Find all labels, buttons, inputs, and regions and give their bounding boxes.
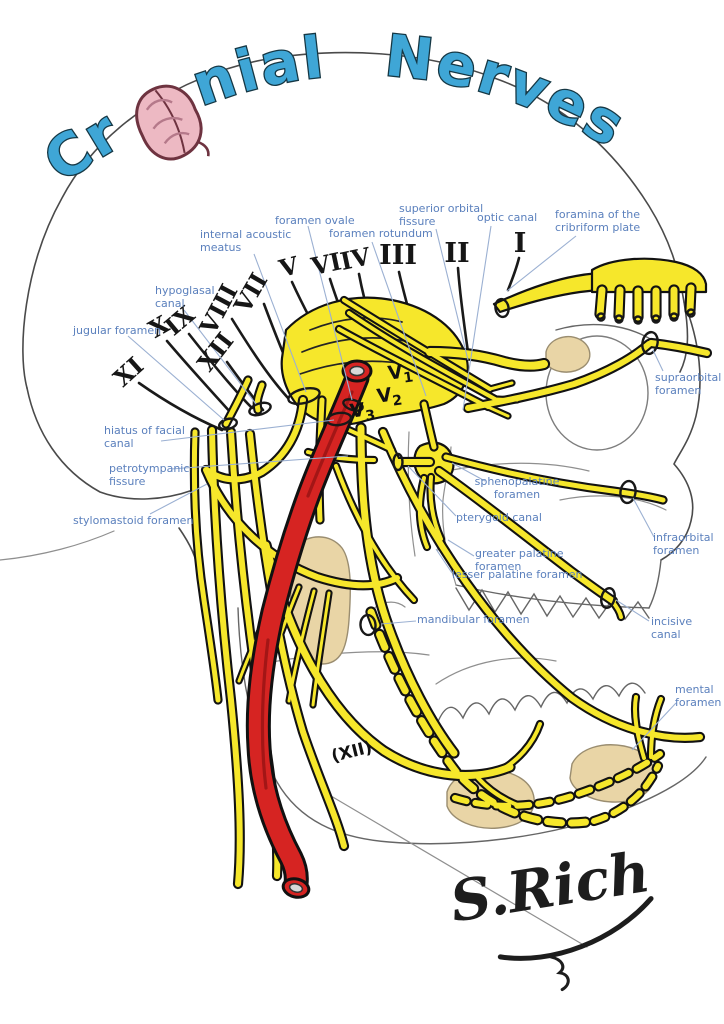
leader-mandibular-foramen xyxy=(380,620,417,625)
leader-greater-palatine-foramen xyxy=(447,539,475,557)
cranial-nerve-numeral-IV: IV xyxy=(338,241,374,276)
trigeminal-branch-V3: V3 xyxy=(349,397,377,426)
cranial-nerve-numeral-V: V xyxy=(275,250,302,283)
leader-hiatus-of-facial-canal xyxy=(160,419,335,442)
signature-text: S.Rich xyxy=(446,839,654,936)
leader-sphenopalatine-foramen xyxy=(451,462,486,482)
cranial-nerve-numeral-I: I xyxy=(514,228,527,259)
brow-ridge xyxy=(555,323,653,341)
leader-foramen-ovale xyxy=(307,225,353,401)
neck-diagonal-line xyxy=(330,795,588,948)
neck-line xyxy=(0,530,115,561)
leader-mental-foramen xyxy=(631,702,677,751)
leader-superior-orbital-fissure xyxy=(435,228,469,361)
hypoglossal-annotation: (XII) xyxy=(329,737,374,766)
title-part2: nial xyxy=(183,23,327,120)
svg-text:Cr: Cr xyxy=(33,98,133,195)
nerve-branches xyxy=(191,284,710,887)
leader-supraorbital-foramen xyxy=(652,349,664,372)
leader-jugular-foramen xyxy=(127,335,225,421)
lower-teeth-scallops xyxy=(436,682,646,725)
maxilla-front xyxy=(648,559,662,609)
leader-incisive-canal xyxy=(615,599,650,622)
leader-hypoglasal-canal xyxy=(183,309,257,405)
lacrimal-gland-blob xyxy=(545,335,591,373)
leader-foramen-rotundum xyxy=(371,241,427,397)
leader-optic-canal xyxy=(462,225,492,411)
cranial-nerve-numeral-III: III xyxy=(379,240,417,271)
cribriform-comb-blob xyxy=(590,257,708,294)
leader-infraorbital-foramen xyxy=(632,497,655,538)
face-profile xyxy=(660,301,701,561)
brain-icon xyxy=(135,84,210,161)
leader-pterygoid-canal xyxy=(407,465,457,517)
skull-base-outline xyxy=(26,387,194,500)
cranial-nerve-numeral-VI: VI xyxy=(308,246,344,281)
tongue-outline xyxy=(435,657,557,685)
cranial-nerve-numeral-II: II xyxy=(444,238,469,269)
leader-petrotympanic-fissure xyxy=(170,455,349,470)
nerve-filled-masses xyxy=(280,257,708,485)
foramen-rings xyxy=(218,297,696,637)
trigeminal-branch-V2: V2 xyxy=(376,382,404,411)
hypoglossal-XII-note: (XII) xyxy=(329,737,374,766)
label-leader-lines xyxy=(127,225,677,751)
title: Cr nial Nerves xyxy=(31,22,637,197)
leader-lesser-palatine-foramen xyxy=(435,548,453,574)
leader-stylomastoid-foramen xyxy=(149,483,208,515)
leader-internal-acoustic-meatus xyxy=(253,253,307,393)
trigeminal-branch-V1: V1 xyxy=(387,359,415,388)
svg-text:nial: nial xyxy=(184,25,329,120)
signature: S.Rich xyxy=(446,839,654,992)
title-part1: Cr xyxy=(31,97,131,197)
leader-foramina-cribriform-plate xyxy=(506,235,577,292)
zygomatic-line-2 xyxy=(559,495,667,511)
carotid-artery xyxy=(245,359,373,899)
svg-text:Nerves: Nerves xyxy=(382,23,637,161)
title-part3: Nerves xyxy=(381,22,636,162)
